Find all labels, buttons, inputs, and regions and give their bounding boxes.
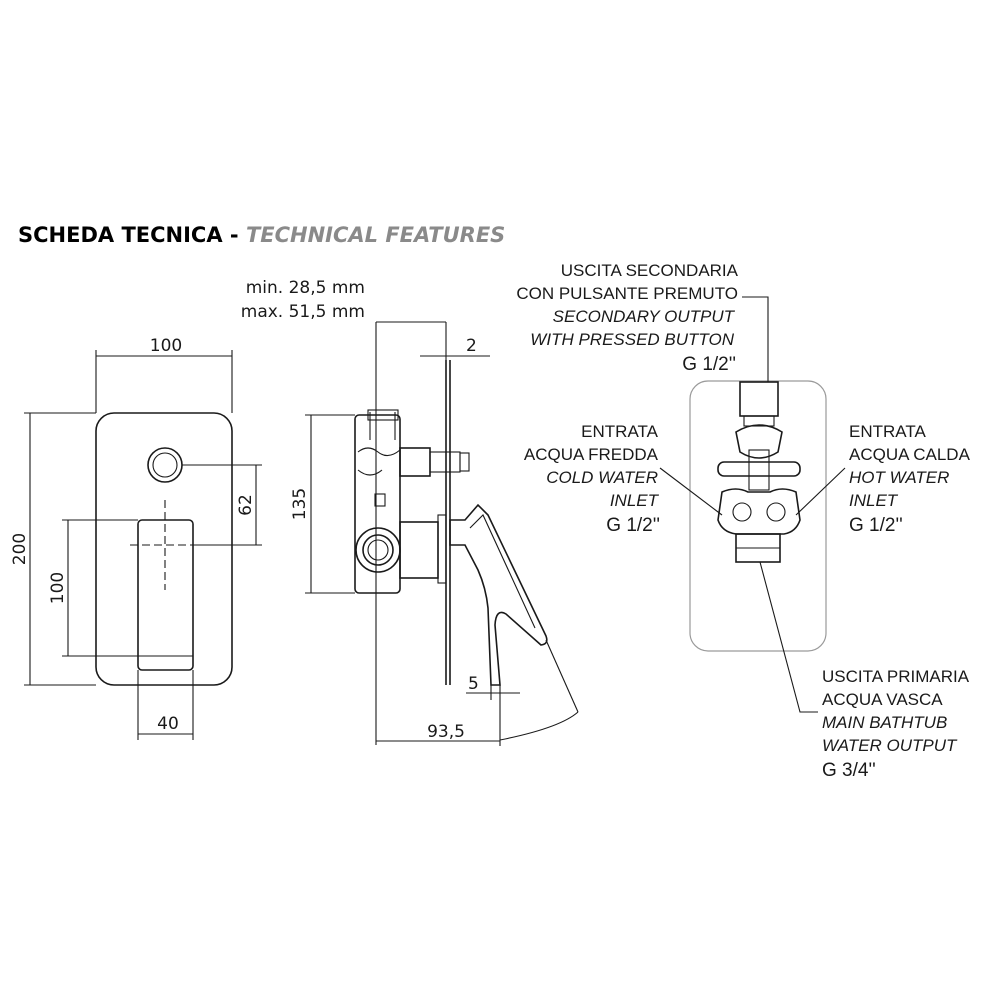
title-main: SCHEDA TECNICA <box>18 223 223 247</box>
cold-label-4: INLET <box>610 491 660 510</box>
secondary-outlet-neck <box>743 415 775 427</box>
front-view: 100 200 62 100 40 <box>10 336 262 740</box>
rear-plate-outline <box>689 380 827 652</box>
lever-arc <box>499 711 579 741</box>
title: SCHEDA TECNICA - TECHNICAL FEATURES <box>18 223 505 247</box>
dim-body-height: 135 <box>290 488 310 520</box>
cartridge-flange <box>437 514 447 584</box>
secondary-label-1: USCITA SECONDARIA <box>561 261 739 280</box>
body-contour <box>357 447 401 457</box>
dim-width: 100 <box>150 336 182 356</box>
leader-cold <box>659 467 723 516</box>
hot-port <box>766 502 786 522</box>
outlet-ring-mid <box>362 534 394 566</box>
dim-total-depth: 93,5 <box>427 722 465 742</box>
connection-view: USCITA SECONDARIA CON PULSANTE PREMUTO S… <box>516 261 970 781</box>
leader-hot <box>795 467 846 516</box>
cold-label-1: ENTRATA <box>581 422 658 441</box>
primary-label-3: MAIN BATHTUB <box>822 713 947 732</box>
diverter-button-inner <box>152 452 178 478</box>
mixer-body <box>717 488 801 535</box>
dim-lever-height: 100 <box>48 572 68 604</box>
side-inlet <box>399 447 431 477</box>
outlet-ring-inner <box>367 539 389 561</box>
primary-label-5: G 3/4'' <box>822 760 876 781</box>
hot-label-3: HOT WATER <box>849 468 949 487</box>
cold-label-3: COLD WATER <box>546 468 658 487</box>
title-sub: TECHNICAL FEATURES <box>246 223 505 247</box>
dim-button-offset: 62 <box>236 494 256 516</box>
secondary-outlet <box>739 381 779 417</box>
valve-body <box>354 414 401 594</box>
dim-height: 200 <box>10 533 30 565</box>
dim-plate-thickness: 2 <box>466 336 477 356</box>
secondary-label-4: WITH PRESSED BUTTON <box>530 330 734 349</box>
dim-depth-min: min. 28,5 mm <box>246 278 365 298</box>
dim-lever-width: 40 <box>157 714 179 734</box>
stem <box>748 449 770 491</box>
cross-bar <box>717 461 801 477</box>
body-contour <box>357 469 383 476</box>
diverter-housing <box>735 424 783 459</box>
title-separator: - <box>223 223 246 247</box>
cold-port <box>732 502 752 522</box>
dim-lever-gap: 5 <box>468 674 479 694</box>
hot-label-4: INLET <box>849 491 899 510</box>
leader-secondary <box>742 296 769 382</box>
front-plate <box>95 412 233 686</box>
leader-primary <box>759 561 818 713</box>
hot-label-1: ENTRATA <box>849 422 926 441</box>
lever-contour <box>469 514 536 629</box>
dim-depth-max: max. 51,5 mm <box>241 302 365 322</box>
primary-label-2: ACQUA VASCA <box>822 690 943 709</box>
side-inlet-tip <box>459 452 470 472</box>
secondary-label-2: CON PULSANTE PREMUTO <box>516 284 738 303</box>
side-view: 135 min. 28,5 mm max. 51,5 mm 2 5 93,5 <box>241 278 579 746</box>
cold-label-5: G 1/2'' <box>606 515 660 536</box>
hot-label-5: G 1/2'' <box>849 515 903 536</box>
top-outlet <box>367 409 399 421</box>
lever-projection <box>545 639 579 713</box>
primary-label-1: USCITA PRIMARIA <box>822 667 970 686</box>
lever-profile <box>449 503 548 686</box>
cold-label-2: ACQUA FREDDA <box>524 445 659 464</box>
hot-label-2: ACQUA CALDA <box>849 445 971 464</box>
secondary-label-3: SECONDARY OUTPUT <box>553 307 736 326</box>
side-inlet-nipple <box>429 451 461 473</box>
primary-label-4: WATER OUTPUT <box>822 736 958 755</box>
cartridge <box>399 521 439 579</box>
secondary-label-5: G 1/2'' <box>682 354 736 375</box>
body-screw <box>374 493 386 507</box>
